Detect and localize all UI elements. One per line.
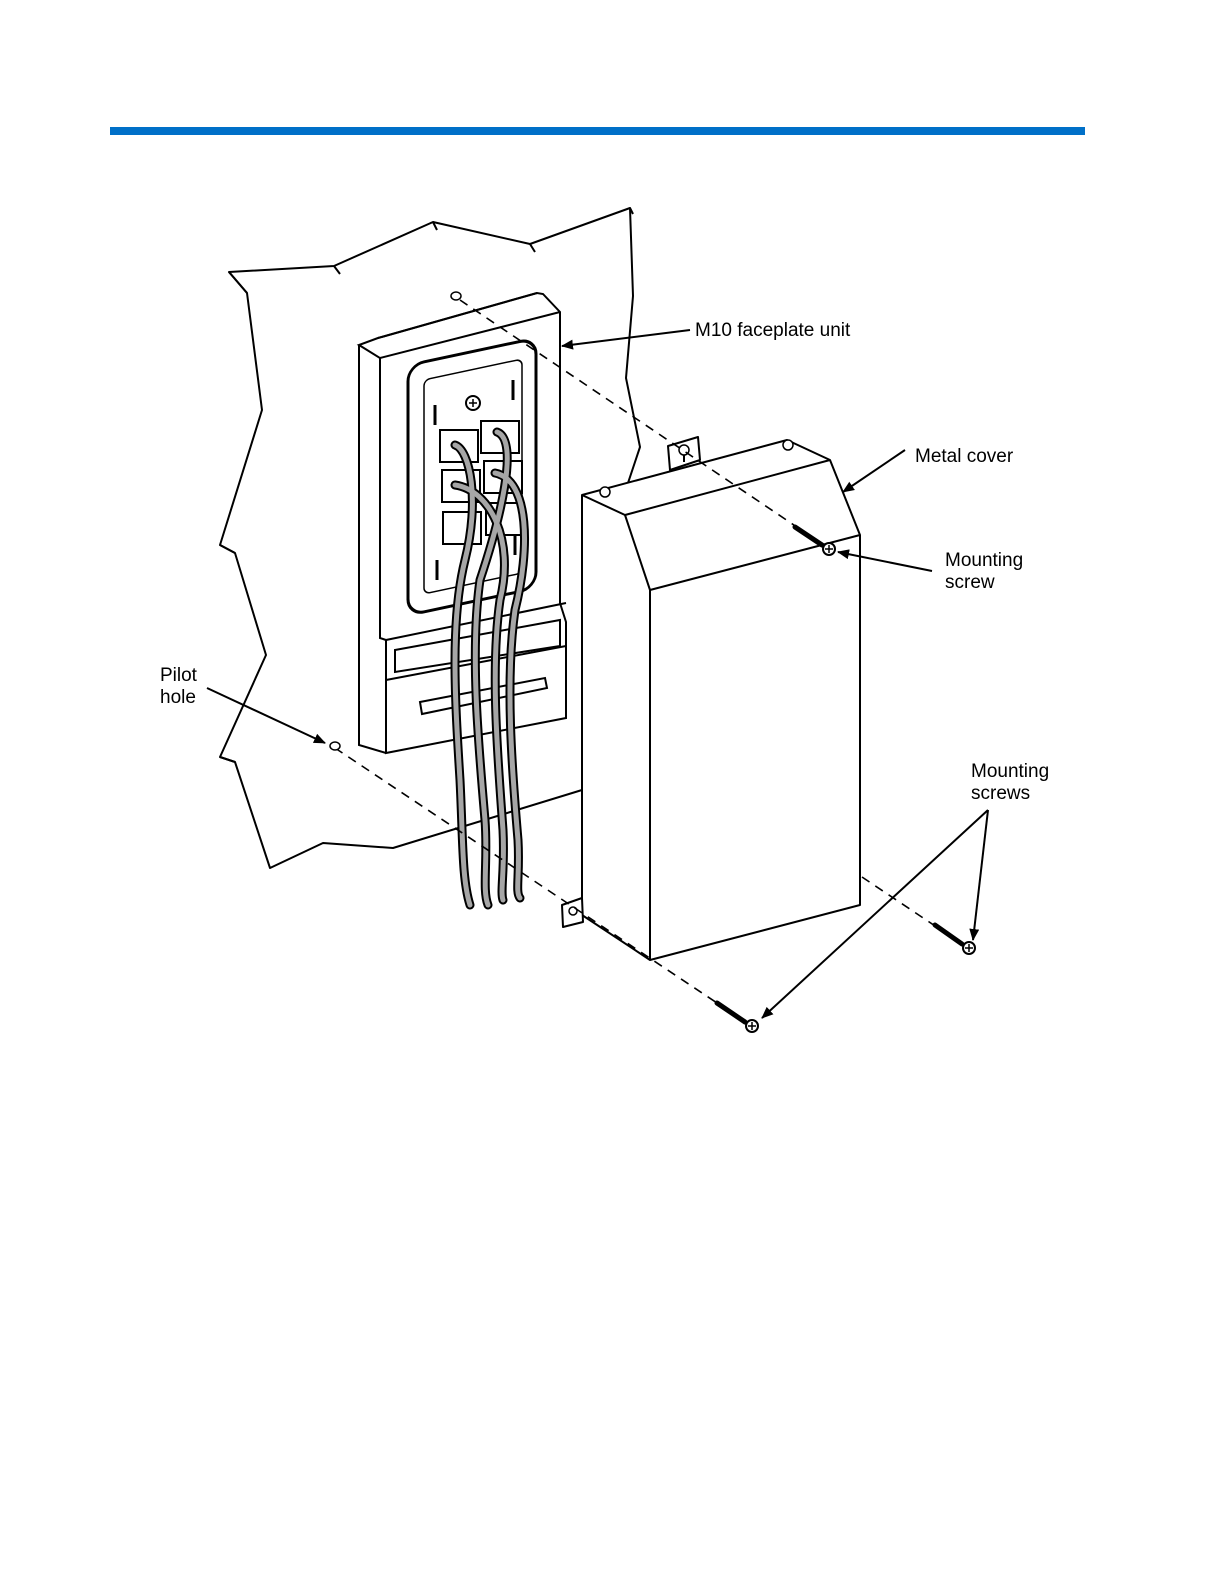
faceplate-unit [359,292,566,753]
mounting-screw-bottom-left [717,1003,758,1032]
metal-cover [562,437,860,960]
callout-mounting-screw: Mounting screw [945,550,1023,594]
callout-metal-cover: Metal cover [915,446,1013,468]
callout-mounting-screws-line1: Mounting [971,761,1049,783]
callout-mounting-screws: Mounting screws [971,761,1049,805]
pilot-hole [330,742,340,750]
mounting-screw-bottom-right [935,925,975,954]
callout-pilot-hole: Pilot hole [160,665,197,709]
callout-mounting-screw-line2: screw [945,572,1023,594]
callout-pilot-hole-line2: hole [160,687,197,709]
callout-mounting-screw-line1: Mounting [945,550,1023,572]
callout-mounting-screws-line2: screws [971,783,1049,805]
callout-pilot-hole-line1: Pilot [160,665,197,687]
callout-faceplate-unit: M10 faceplate unit [695,320,850,342]
